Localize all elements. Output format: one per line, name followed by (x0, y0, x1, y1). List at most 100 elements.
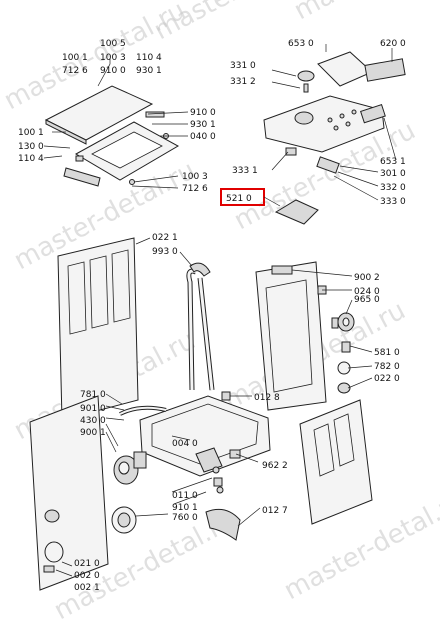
rear-frame-inner (265, 279, 313, 393)
service-cover (44, 541, 64, 563)
part-label: 712 6 (62, 66, 88, 76)
panel-hole (44, 509, 60, 523)
lid-frame-opening (91, 131, 163, 169)
lid-assembly (43, 58, 189, 189)
part-labels: 100 5 100 1 100 3 110 4 712 6 910 0 930 … (18, 39, 406, 593)
knob-part (297, 70, 315, 82)
part-label: 910 1 (172, 503, 198, 513)
panel-rib (313, 423, 335, 477)
part-label: 910 0 (190, 108, 216, 118)
part-label: 002 1 (74, 583, 100, 593)
support-foot (221, 391, 231, 401)
part-label: 022 1 (152, 233, 178, 243)
frame-clip (271, 265, 293, 275)
control-button (339, 113, 345, 119)
left-side-panel (57, 237, 151, 421)
part-label: 333 0 (380, 197, 406, 207)
part-label: 910 0 (100, 66, 126, 76)
part-label: 900 2 (354, 273, 380, 283)
hose-group (179, 251, 215, 391)
small-gear (212, 466, 220, 474)
cover-clip (43, 565, 55, 573)
drain-bracket (195, 447, 223, 473)
control-board (360, 103, 386, 124)
part-label: 301 0 (380, 169, 406, 179)
drain-hose-bend (205, 508, 241, 541)
panel-rib (89, 255, 109, 329)
part-label: 993 0 (152, 247, 178, 257)
part-label: 653 0 (288, 39, 314, 49)
fascia-bracket (317, 51, 373, 87)
part-label: 653 1 (380, 157, 406, 167)
part-label: 024 0 (354, 287, 380, 297)
bracket-part (331, 317, 339, 329)
watermark: master-detal.ru (289, 0, 440, 26)
right-side-panel (299, 399, 373, 525)
side-panel-right (299, 399, 373, 525)
part-label: 100 3 (182, 172, 208, 182)
part-label: 040 0 (190, 132, 216, 142)
front-panel (29, 395, 109, 591)
panel-rib (333, 413, 355, 467)
program-knob (294, 111, 314, 125)
part-label: 331 2 (230, 77, 256, 87)
part-label: 930 1 (136, 66, 162, 76)
panel-rib (67, 261, 87, 335)
part-label: 332 0 (380, 183, 406, 193)
part-label: 760 0 (172, 513, 198, 523)
part-label: 430 0 (80, 416, 106, 426)
part-label: 011 0 (172, 491, 198, 501)
small-switch (285, 147, 297, 156)
part-label: 331 0 (230, 61, 256, 71)
lid-clip (75, 155, 84, 162)
part-label: 962 2 (262, 461, 288, 471)
round-part (337, 382, 351, 394)
part-label: 100 5 (100, 39, 126, 49)
rear-frame (255, 261, 327, 411)
part-label: 110 4 (136, 53, 162, 63)
part-label: 781 0 (80, 390, 106, 400)
base-assembly (105, 391, 271, 487)
lid-screw (129, 179, 135, 185)
base-frame-inner (151, 403, 259, 465)
control-button (333, 125, 339, 131)
front-panel-assembly (29, 395, 109, 591)
highlighted-part-label: 521 0 (226, 194, 252, 204)
part-label: 130 0 (18, 142, 44, 152)
part-label: 620 0 (380, 39, 406, 49)
part-label: 002 0 (74, 571, 100, 581)
part-label: 110 4 (18, 154, 44, 164)
rear-frame-assembly (255, 261, 373, 411)
part-label: 333 1 (232, 166, 258, 176)
control-button (351, 109, 357, 115)
knob-shaft (303, 83, 309, 93)
support-foot (213, 477, 223, 487)
panel-rib (111, 249, 131, 323)
part-label: 021 0 (74, 559, 100, 569)
part-label: 100 1 (62, 53, 88, 63)
part-label: 100 3 (100, 53, 126, 63)
pump-inlet (118, 461, 130, 475)
part-label: 782 0 (374, 362, 400, 372)
part-label: 022 0 (374, 374, 400, 384)
lid-handle (63, 167, 101, 187)
drain-filter-core (117, 512, 131, 528)
part-label: 901 0 (80, 404, 106, 414)
part-label: 012 8 (254, 393, 280, 403)
part-label: 930 1 (190, 120, 216, 130)
control-panel-assembly (263, 44, 406, 225)
small-gear (216, 486, 224, 494)
side-panel-left (57, 237, 139, 421)
part-label: 004 0 (172, 439, 198, 449)
part-label: 100 1 (18, 128, 44, 138)
control-button (345, 121, 351, 127)
dispenser-drawer (274, 199, 319, 225)
pump-motor (133, 451, 147, 469)
connector-block (316, 156, 340, 174)
part-label: 012 7 (262, 506, 288, 516)
part-label: 712 6 (182, 184, 208, 194)
part-label: 900 1 (80, 428, 106, 438)
part-label: 581 0 (374, 348, 400, 358)
support-foot (229, 449, 241, 459)
